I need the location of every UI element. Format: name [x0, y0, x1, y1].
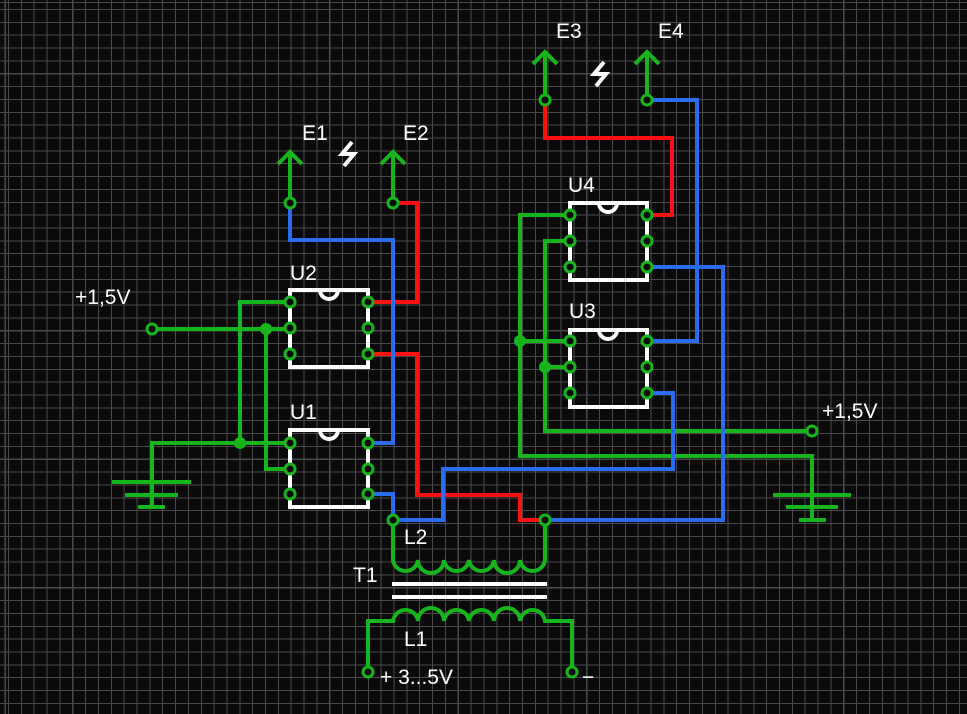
coil-l2	[391, 520, 547, 575]
electrode-e4[interactable]: E4	[633, 20, 684, 100]
transformer-core	[392, 582, 547, 599]
arrow-up-icon	[531, 49, 559, 100]
junctions	[234, 323, 551, 449]
chip-u4[interactable]: U4	[568, 174, 649, 282]
lightning-icon	[589, 60, 611, 88]
electrode-e3[interactable]: E3	[531, 20, 582, 100]
transformer-t1[interactable]: L2 T1 L1	[353, 520, 574, 672]
pins[interactable]	[145, 93, 819, 679]
right-supply-label: +1,5V	[822, 400, 877, 423]
chip-u2[interactable]: U2	[288, 262, 370, 369]
chip-u1[interactable]: U1	[288, 401, 370, 509]
chip-u3[interactable]: U3	[568, 300, 649, 409]
e1-label: E1	[302, 122, 328, 145]
e4-label: E4	[658, 20, 684, 43]
blue-wires	[288, 98, 725, 522]
input-plus-label: + 3...5V	[380, 666, 453, 689]
e3-label: E3	[556, 20, 582, 43]
ground-icon	[773, 493, 851, 522]
electrode-e2[interactable]: E2	[379, 122, 429, 203]
u3-label: U3	[569, 300, 596, 323]
u1-label: U1	[290, 401, 317, 424]
u2-label: U2	[290, 262, 317, 285]
arrow-up-icon	[633, 49, 661, 100]
e2-label: E2	[403, 122, 429, 145]
coil-l1	[366, 606, 574, 672]
l2-label: L2	[404, 526, 427, 549]
electrode-e1[interactable]: E1	[276, 122, 328, 203]
l1-label: L1	[404, 628, 427, 651]
arrow-up-icon	[379, 149, 407, 203]
arrow-up-icon	[276, 149, 304, 203]
ground-icon	[112, 480, 191, 509]
lightning-icon	[337, 140, 359, 168]
u4-label: U4	[568, 174, 595, 197]
t1-label: T1	[353, 564, 378, 587]
left-supply-label: +1,5V	[75, 286, 130, 309]
input-minus-label: −	[582, 666, 594, 689]
